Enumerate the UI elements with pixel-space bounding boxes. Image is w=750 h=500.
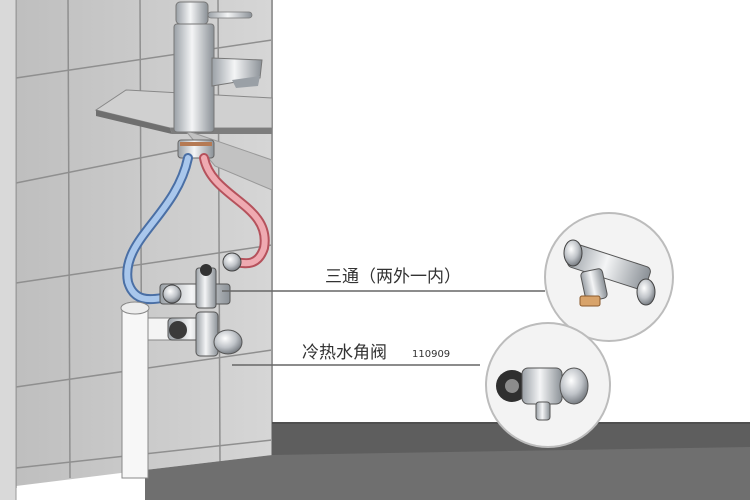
angle-valve-code: 110909 <box>412 349 450 360</box>
angle-valve-installed <box>167 311 243 357</box>
angle-valve-photo-icon <box>485 322 611 448</box>
leader-lines <box>222 290 545 366</box>
cold-water-hose <box>122 153 193 305</box>
tee-fitting-installed <box>159 252 242 309</box>
angle-valve-label: 冷热水角阀 <box>302 343 387 363</box>
hot-water-hose <box>199 153 270 269</box>
floor <box>145 422 750 500</box>
tee-fitting-label: 三通（两外一内） <box>325 267 461 287</box>
wall-edge <box>0 0 16 500</box>
tee-fitting-photo-icon <box>544 212 674 342</box>
